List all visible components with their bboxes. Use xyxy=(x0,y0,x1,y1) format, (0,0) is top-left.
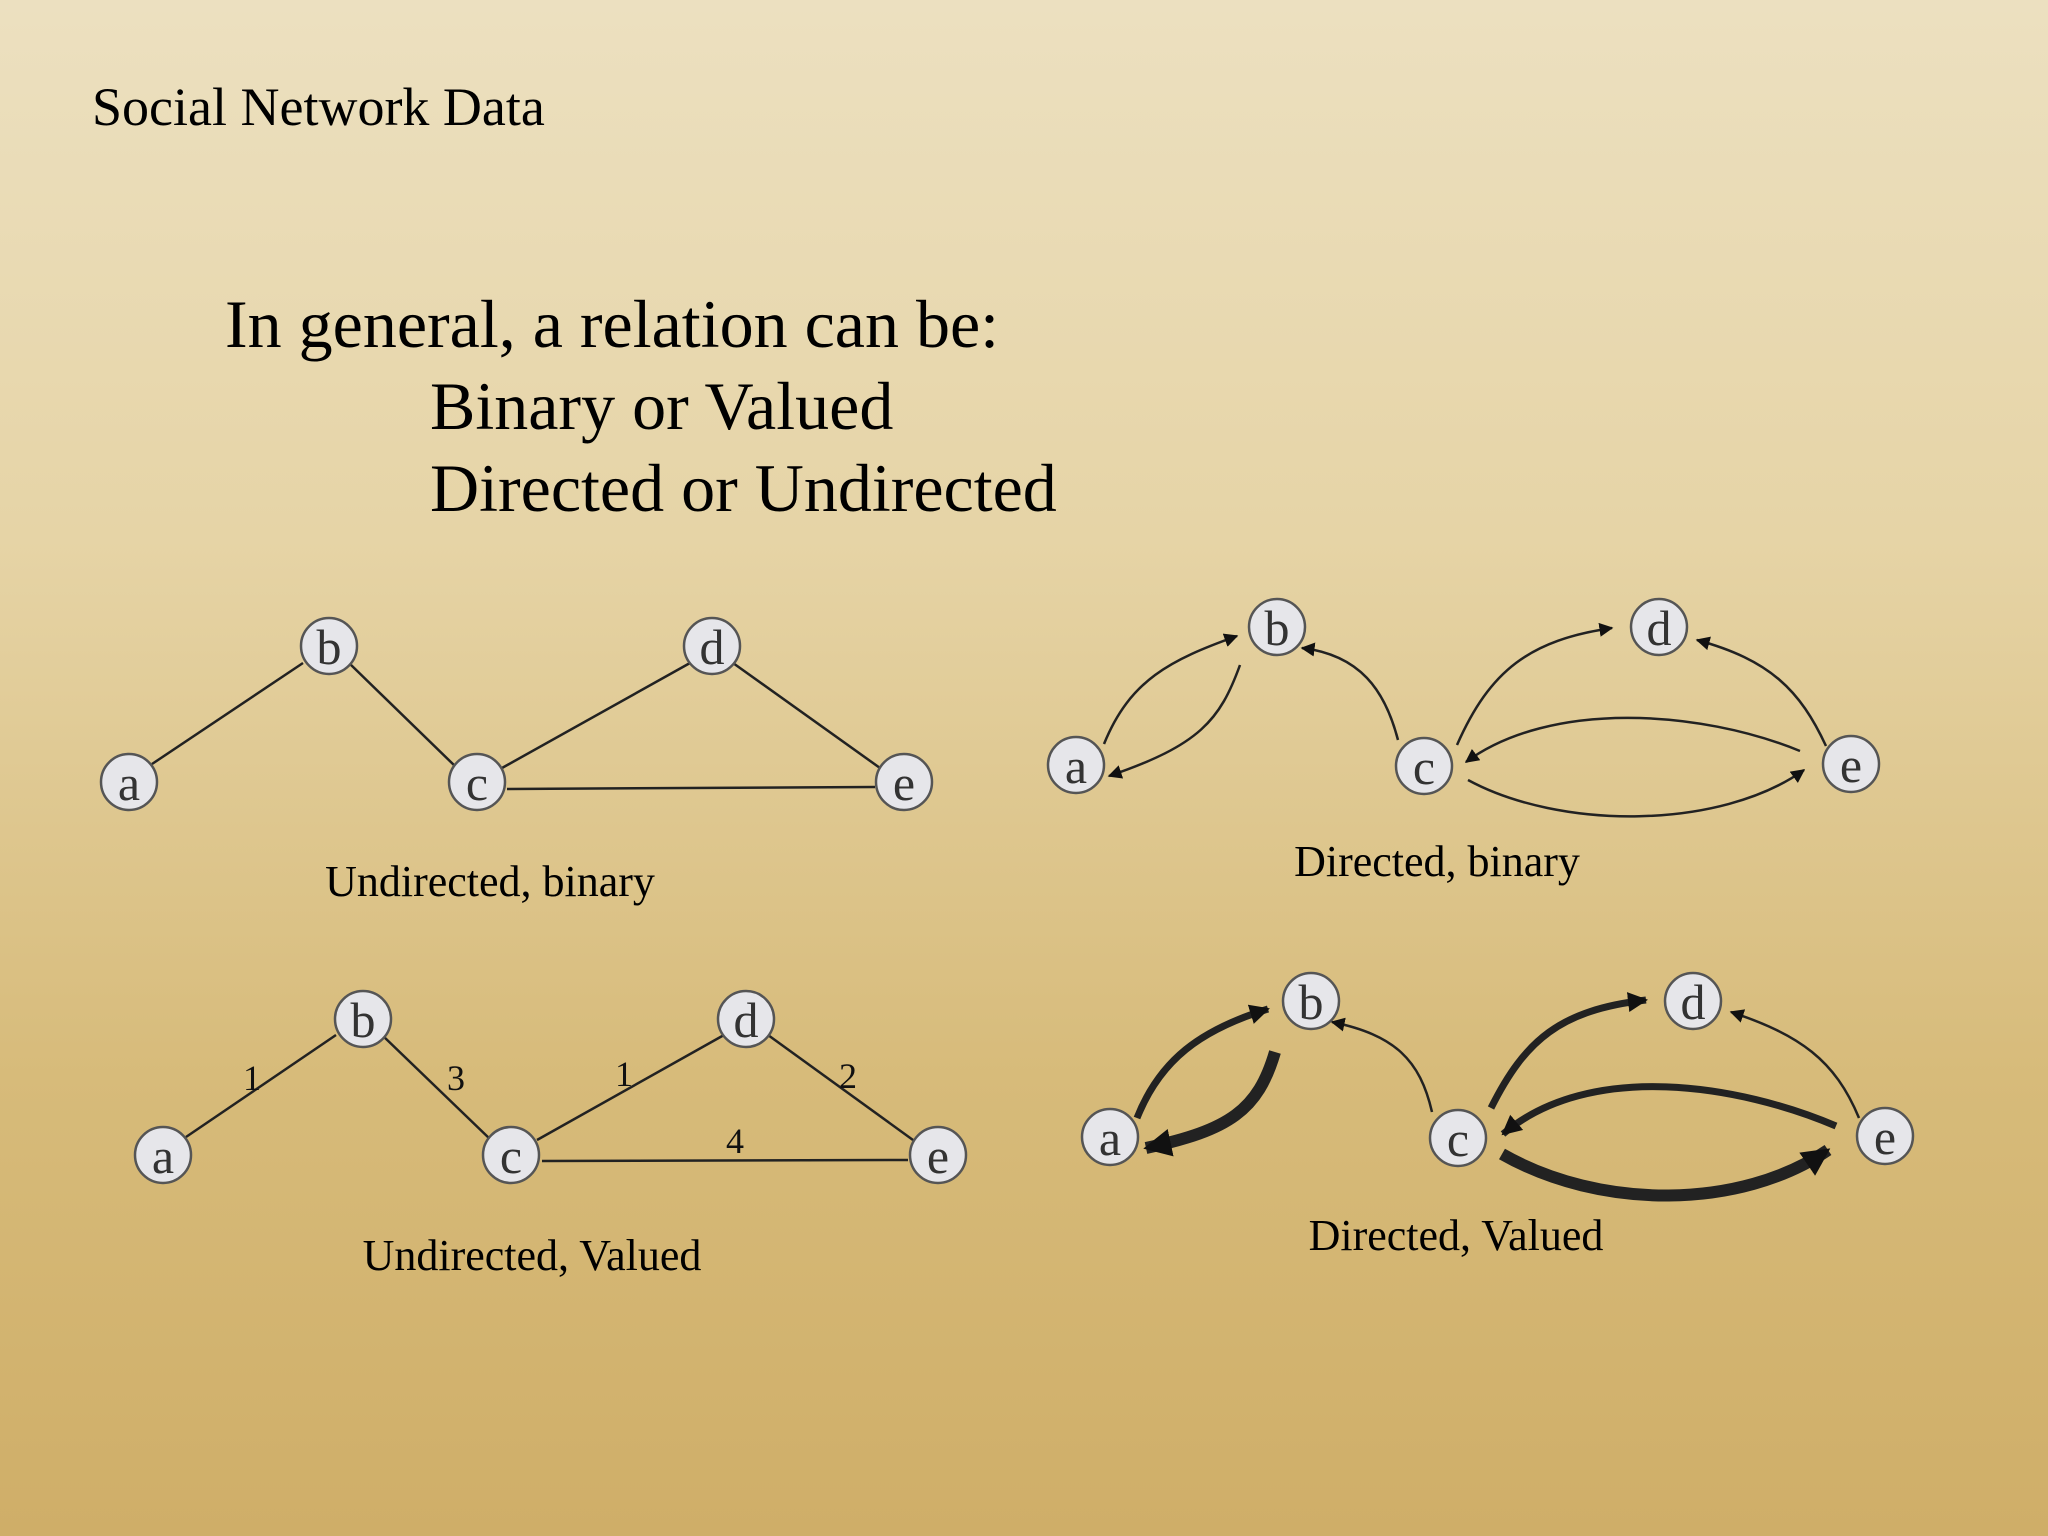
node-e: e xyxy=(908,1125,968,1185)
diagram-undirected-valued: 1 3 1 2 4 a b c d e Undirected, Valued xyxy=(133,989,968,1280)
svg-text:c: c xyxy=(1447,1111,1469,1167)
edge-c-d xyxy=(501,661,691,770)
svg-text:d: d xyxy=(1681,974,1706,1030)
svg-text:b: b xyxy=(317,619,342,675)
svg-text:e: e xyxy=(1840,737,1862,793)
node-a: a xyxy=(99,752,159,812)
weight-b-c: 3 xyxy=(447,1058,465,1098)
intro-line-1: In general, a relation can be: xyxy=(225,286,1000,362)
node-d: d xyxy=(716,989,776,1049)
weight-d-e: 2 xyxy=(839,1056,857,1096)
node-d: d xyxy=(1663,971,1723,1031)
arc-c-to-d xyxy=(1455,622,1614,746)
arc-a-to-b xyxy=(1133,1004,1270,1120)
arc-b-to-a xyxy=(1143,1050,1281,1157)
arc-c-to-b xyxy=(1300,642,1400,741)
weight-a-b: 1 xyxy=(243,1058,261,1098)
svg-text:a: a xyxy=(1065,738,1087,794)
diagram-directed-binary: a b c d e Directed, binary xyxy=(1046,597,1881,886)
intro-line-3: Directed or Undirected xyxy=(430,450,1057,526)
edge-d-e xyxy=(767,1033,914,1142)
svg-text:e: e xyxy=(927,1128,949,1184)
weight-c-d: 1 xyxy=(615,1054,633,1094)
svg-text:b: b xyxy=(1265,600,1290,656)
node-d: d xyxy=(682,616,742,676)
node-c: c xyxy=(1428,1108,1488,1168)
arc-b-to-a xyxy=(1107,664,1242,779)
node-e: e xyxy=(1855,1106,1915,1166)
edge-d-e xyxy=(732,661,881,770)
svg-text:a: a xyxy=(152,1128,174,1184)
caption-undirected-binary: Undirected, binary xyxy=(325,857,655,906)
caption-directed-binary: Directed, binary xyxy=(1294,837,1580,886)
node-e: e xyxy=(874,752,934,812)
arc-e-to-c xyxy=(1500,1083,1838,1137)
arc-c-to-e xyxy=(1499,1145,1832,1202)
node-c: c xyxy=(447,752,507,812)
svg-text:d: d xyxy=(734,992,759,1048)
caption-undirected-valued: Undirected, Valued xyxy=(363,1231,702,1280)
svg-text:a: a xyxy=(1099,1110,1121,1166)
arc-c-to-b xyxy=(1330,1017,1434,1113)
slide-title: Social Network Data xyxy=(92,77,545,137)
edge-b-c xyxy=(348,662,458,769)
arc-a-to-b xyxy=(1102,633,1239,745)
node-b: b xyxy=(333,989,393,1049)
svg-text:c: c xyxy=(1413,739,1435,795)
node-e: e xyxy=(1821,734,1881,794)
arc-e-to-c xyxy=(1464,716,1801,764)
node-b: b xyxy=(1281,971,1341,1031)
edge-a-b xyxy=(185,1033,337,1139)
edge-c-e xyxy=(541,1158,909,1163)
diagram-directed-valued: a b c d e Directed, Valued xyxy=(1080,971,1915,1260)
node-b: b xyxy=(299,616,359,676)
svg-text:b: b xyxy=(1299,974,1324,1030)
edge-b-c xyxy=(381,1034,492,1141)
intro-line-2: Binary or Valued xyxy=(430,368,894,444)
svg-text:e: e xyxy=(893,755,915,811)
weight-c-e: 4 xyxy=(726,1121,744,1161)
arc-c-to-e xyxy=(1467,768,1806,818)
node-d: d xyxy=(1629,597,1689,657)
node-a: a xyxy=(133,1125,193,1185)
node-c: c xyxy=(481,1125,541,1185)
svg-text:a: a xyxy=(118,755,140,811)
svg-text:d: d xyxy=(1647,600,1672,656)
arc-e-to-d xyxy=(1729,1009,1861,1119)
node-c: c xyxy=(1394,736,1454,796)
node-a: a xyxy=(1080,1107,1140,1167)
svg-text:c: c xyxy=(466,755,488,811)
edge-a-b xyxy=(151,661,304,766)
svg-text:e: e xyxy=(1874,1109,1896,1165)
diagram-undirected-binary: a b c d e Undirected, binary xyxy=(99,616,934,906)
edge-c-e xyxy=(506,785,876,791)
svg-text:d: d xyxy=(700,619,725,675)
svg-text:b: b xyxy=(351,992,376,1048)
node-b: b xyxy=(1247,597,1307,657)
arc-c-to-d xyxy=(1487,992,1648,1110)
node-a: a xyxy=(1046,735,1106,795)
arc-e-to-d xyxy=(1695,636,1828,747)
svg-text:c: c xyxy=(500,1128,522,1184)
edge-c-d xyxy=(536,1033,725,1142)
caption-directed-valued: Directed, Valued xyxy=(1309,1211,1604,1260)
